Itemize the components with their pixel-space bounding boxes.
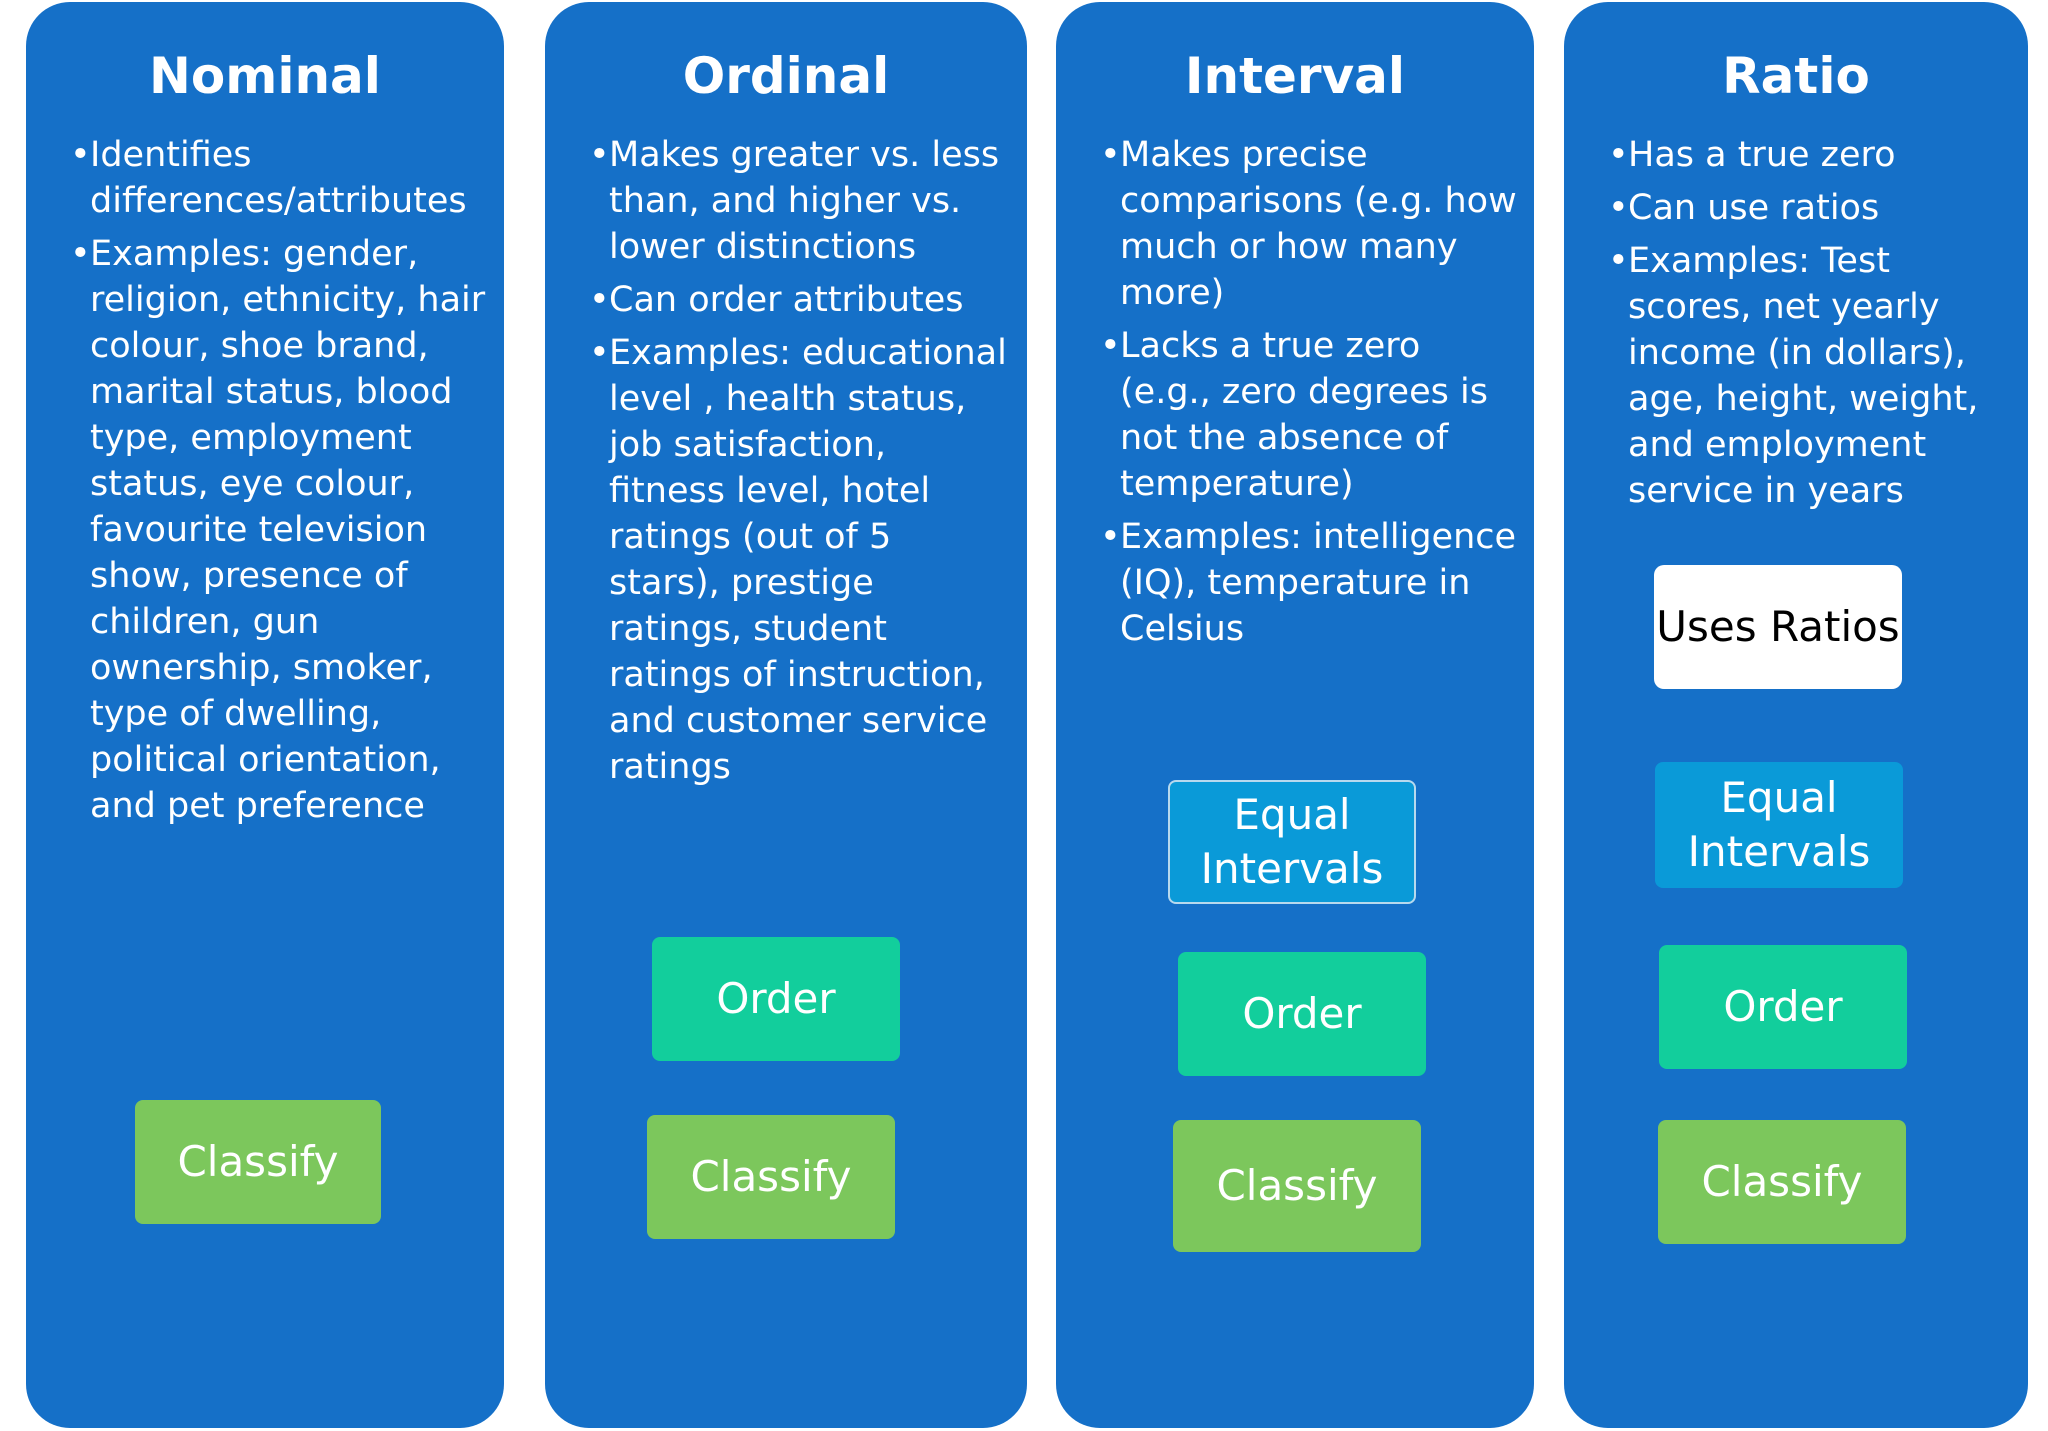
bullet-text: Makes precise comparisons (e.g. how much…	[1120, 135, 1517, 313]
bullet-text: Examples: educational level , health sta…	[609, 333, 1007, 787]
bullet-text: Lacks a true zero (e.g., zero degrees is…	[1120, 326, 1488, 504]
order-box-ordinal: Order	[652, 937, 900, 1061]
bullet-dot: •	[1608, 188, 1629, 228]
bullet-text: Examples: intelligence (IQ), temperature…	[1120, 517, 1517, 649]
bullet-dot: •	[1100, 517, 1121, 557]
bullet-item: •Examples: educational level , health st…	[589, 330, 1009, 790]
bullet-dot: •	[1100, 135, 1121, 175]
bullet-dot: •	[589, 280, 610, 320]
bullet-text: Examples: Test scores, net yearly income…	[1628, 241, 1979, 511]
column-ratio: Ratio •Has a true zero •Can use ratios •…	[1564, 2, 2028, 1428]
bullet-dot: •	[70, 234, 91, 274]
bullet-dot: •	[589, 135, 610, 175]
bullet-item: •Examples: gender, religion, ethnicity, …	[70, 231, 500, 829]
bullet-text: Makes greater vs. less than, and higher …	[609, 135, 1000, 267]
bullet-dot: •	[1608, 135, 1629, 175]
bullet-text: Can use ratios	[1628, 188, 1880, 228]
classify-box-ratio: Classify	[1658, 1120, 1906, 1244]
bullet-text: Identifies differences/attributes	[90, 135, 467, 221]
bullet-dot: •	[1100, 326, 1121, 366]
bullet-item: •Can order attributes	[589, 277, 1009, 323]
bullet-item: •Makes greater vs. less than, and higher…	[589, 132, 1009, 270]
column-nominal: Nominal •Identifies differences/attribut…	[26, 2, 504, 1428]
equal-intervals-box-interval: Equal Intervals	[1168, 780, 1416, 904]
equal-intervals-box-ratio: Equal Intervals	[1655, 762, 1903, 888]
column-ordinal: Ordinal •Makes greater vs. less than, an…	[545, 2, 1027, 1428]
order-box-ratio: Order	[1659, 945, 1907, 1069]
bullet-item: •Examples: intelligence (IQ), temperatur…	[1100, 514, 1520, 652]
bullet-list-nominal: •Identifies differences/attributes •Exam…	[70, 132, 500, 836]
bullet-item: •Has a true zero	[1608, 132, 2018, 178]
order-box-interval: Order	[1178, 952, 1426, 1076]
uses-ratios-box: Uses Ratios	[1654, 565, 1902, 689]
bullet-item: •Examples: Test scores, net yearly incom…	[1608, 238, 2018, 514]
bullet-list-ratio: •Has a true zero •Can use ratios •Exampl…	[1608, 132, 2018, 521]
column-title-ordinal: Ordinal	[682, 47, 890, 105]
bullet-list-interval: •Makes precise comparisons (e.g. how muc…	[1100, 132, 1520, 659]
column-title-nominal: Nominal	[149, 47, 381, 105]
bullet-dot: •	[589, 333, 610, 373]
column-interval: Interval •Makes precise comparisons (e.g…	[1056, 2, 1534, 1428]
classify-box-interval: Classify	[1173, 1120, 1421, 1252]
bullet-item: •Lacks a true zero (e.g., zero degrees i…	[1100, 323, 1520, 507]
bullet-text: Examples: gender, religion, ethnicity, h…	[90, 234, 486, 826]
bullet-item: •Identifies differences/attributes	[70, 132, 500, 224]
bullet-dot: •	[70, 135, 91, 175]
classify-box-ordinal: Classify	[647, 1115, 895, 1239]
bullet-text: Can order attributes	[609, 280, 964, 320]
column-title-interval: Interval	[1184, 47, 1406, 105]
classify-box-nominal: Classify	[135, 1100, 381, 1224]
bullet-item: •Makes precise comparisons (e.g. how muc…	[1100, 132, 1520, 316]
bullet-list-ordinal: •Makes greater vs. less than, and higher…	[589, 132, 1009, 797]
bullet-dot: •	[1608, 241, 1629, 281]
column-title-ratio: Ratio	[1722, 47, 1870, 105]
bullet-text: Has a true zero	[1628, 135, 1896, 175]
bullet-item: •Can use ratios	[1608, 185, 2018, 231]
